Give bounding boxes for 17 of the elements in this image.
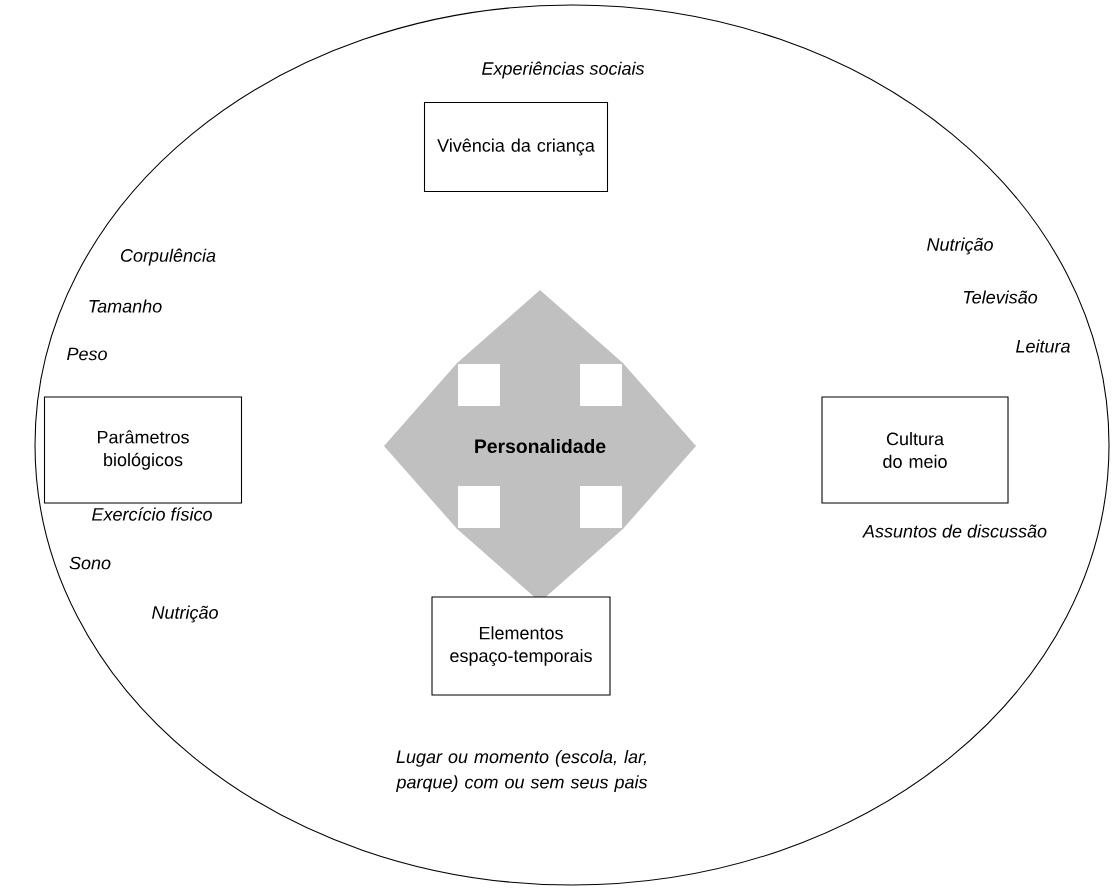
side-note: Tamanho	[89, 299, 162, 313]
text-box: Cultura do meio	[821, 396, 1009, 504]
side-note: Exercício físico	[92, 507, 212, 521]
side-note: Nutrição	[927, 237, 993, 255]
text-box: Vivência da criança	[423, 101, 609, 193]
side-note: Peso	[67, 347, 107, 361]
side-note: Experiências sociais	[482, 61, 645, 79]
side-note: Lugar ou momento (escola, lar, parque) com ou sem seus pais	[396, 749, 648, 793]
ellipse-outline	[34, 4, 1110, 886]
side-note: Leitura	[1016, 339, 1070, 353]
side-note: Televisão	[963, 290, 1038, 304]
text-box: Parâmetros biológicos	[43, 396, 243, 504]
side-note: Nutrição	[152, 605, 218, 623]
text-box: Elementos espaço-temporais	[431, 596, 611, 696]
side-note: Sono	[69, 556, 111, 570]
side-note: Assuntos de discussão	[862, 524, 1047, 538]
side-note: Corpulência	[121, 248, 216, 266]
